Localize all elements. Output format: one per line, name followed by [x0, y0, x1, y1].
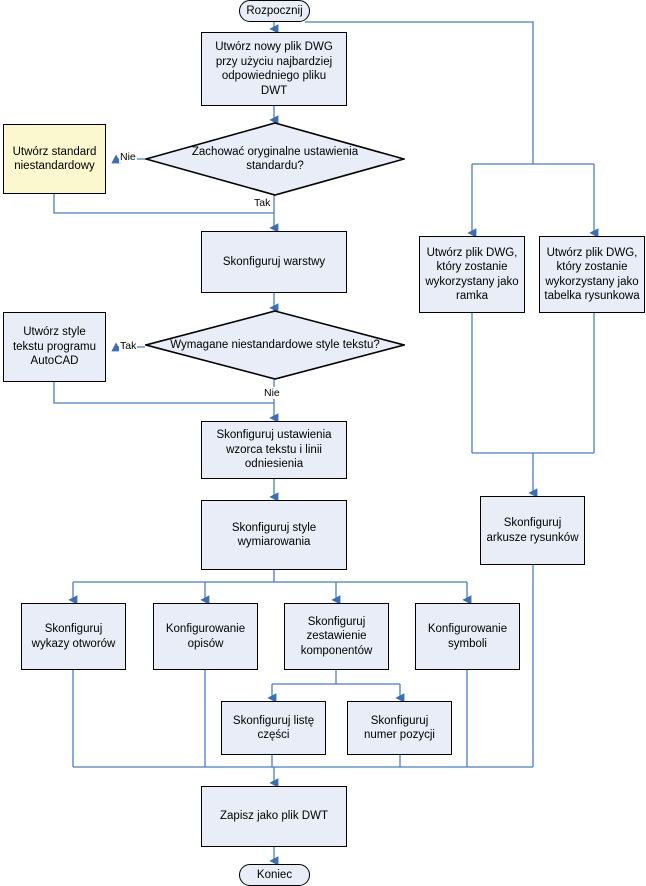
node-configure-parts-list[interactable]: Skonfiguruj listę części	[221, 701, 326, 755]
node-configure-symbols[interactable]: Konfigurowanie symboli	[415, 603, 520, 670]
node-keep-standard-decision-label: Zachować oryginalne ustawienia standardu…	[191, 145, 359, 173]
node-configure-drawing-sheets-label: Skonfiguruj arkusze rysunków	[486, 517, 579, 544]
node-configure-bom-label: Skonfiguruj zestawienie komponentów	[300, 615, 373, 657]
node-configure-dimension-styles-label: Skonfiguruj style wymiarowania	[231, 521, 317, 549]
node-keep-standard-decision[interactable]: Zachować oryginalne ustawienia standardu…	[145, 122, 405, 196]
node-start[interactable]: Rozpocznij	[239, 0, 310, 22]
node-configure-layers[interactable]: Skonfiguruj warstwy	[201, 231, 347, 293]
node-configure-hole-tables-label: Skonfiguruj wykazy otworów	[31, 623, 116, 650]
node-create-new-dwg[interactable]: Utwórz nowy plik DWG przy użyciu najbard…	[201, 32, 347, 106]
node-configure-item-number-label: Skonfiguruj numer pozycji	[364, 714, 435, 742]
node-configure-bom[interactable]: Skonfiguruj zestawienie komponentów	[284, 603, 389, 670]
node-configure-annotations[interactable]: Konfigurowanie opisów	[153, 603, 258, 670]
node-create-dwg-frame-label: Utwórz plik DWG, który zostanie wykorzys…	[425, 246, 519, 303]
node-configure-symbols-label: Konfigurowanie symboli	[427, 623, 508, 650]
node-configure-annotations-label: Konfigurowanie opisów	[165, 623, 246, 650]
edge-label-keep-standard-no: Nie	[119, 151, 137, 163]
node-create-dwg-title-block-label: Utwórz plik DWG, który zostanie wykorzys…	[544, 246, 640, 303]
node-configure-hole-tables[interactable]: Skonfiguruj wykazy otworów	[21, 603, 126, 670]
node-save-as-dwt[interactable]: Zapisz jako plik DWT	[201, 786, 347, 847]
node-configure-parts-list-label: Skonfiguruj listę części	[232, 714, 315, 742]
node-need-text-styles-decision[interactable]: Wymagane niestandardowe style tekstu?	[145, 310, 405, 380]
node-end-label: Koniec	[256, 868, 293, 881]
node-create-new-dwg-label: Utwórz nowy plik DWG przy użyciu najbard…	[215, 41, 333, 97]
edge-label-text-styles-no: Nie	[263, 387, 281, 399]
node-configure-text-leader-settings-label: Skonfiguruj ustawienia wzorca tekstu i l…	[216, 429, 332, 471]
node-need-text-styles-decision-label: Wymagane niestandardowe style tekstu?	[170, 338, 380, 351]
edge-label-keep-standard-yes: Tak	[253, 197, 272, 209]
node-create-autocad-text-styles[interactable]: Utwórz style tekstu programu AutoCAD	[3, 312, 106, 382]
node-create-custom-standard[interactable]: Utwórz standard niestandardowy	[3, 124, 106, 194]
node-configure-drawing-sheets[interactable]: Skonfiguruj arkusze rysunków	[480, 496, 585, 565]
node-end[interactable]: Koniec	[239, 864, 310, 886]
node-start-label: Rozpocznij	[246, 4, 303, 17]
node-save-as-dwt-label: Zapisz jako plik DWT	[220, 810, 328, 823]
node-configure-dimension-styles[interactable]: Skonfiguruj style wymiarowania	[201, 500, 347, 570]
diamond-shape-2	[145, 310, 405, 380]
node-create-dwg-title-block[interactable]: Utwórz plik DWG, który zostanie wykorzys…	[539, 236, 645, 313]
node-create-dwg-frame[interactable]: Utwórz plik DWG, który zostanie wykorzys…	[419, 236, 525, 313]
node-configure-layers-label: Skonfiguruj warstwy	[222, 255, 326, 268]
edge-label-text-styles-yes: Tak	[119, 340, 138, 352]
node-configure-item-number[interactable]: Skonfiguruj numer pozycji	[347, 701, 452, 755]
node-create-autocad-text-styles-label: Utwórz style tekstu programu AutoCAD	[12, 326, 97, 368]
node-create-custom-standard-label: Utwórz standard niestandardowy	[12, 145, 97, 173]
node-configure-text-leader-settings[interactable]: Skonfiguruj ustawienia wzorca tekstu i l…	[201, 421, 347, 479]
